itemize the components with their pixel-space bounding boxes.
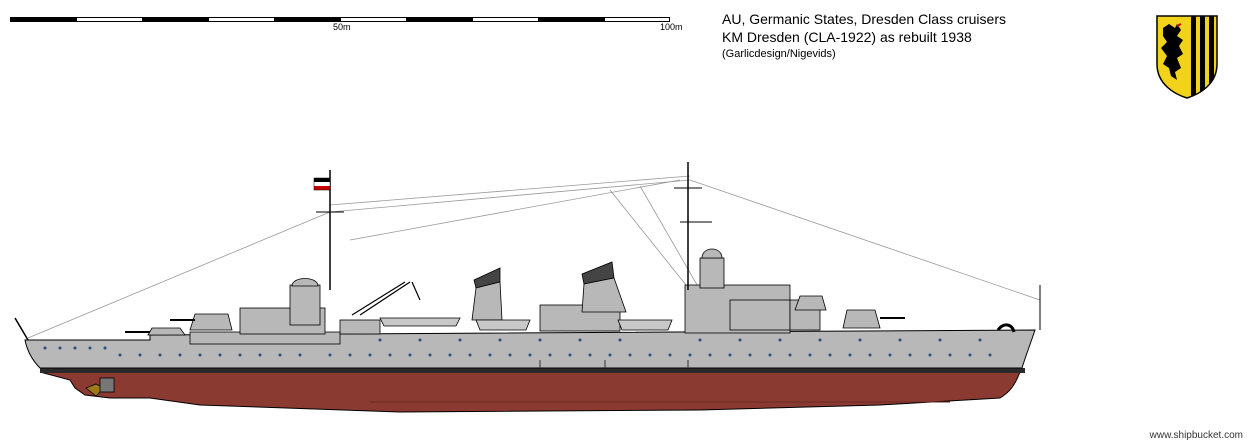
scale-mid-label: 50m	[333, 22, 351, 32]
aft-tower	[699, 248, 725, 289]
title-line-2: KM Dresden (CLA-1922) as rebuilt 1938	[722, 29, 972, 45]
title-line-1: AU, Germanic States, Dresden Class cruis…	[722, 11, 1006, 27]
dresden-coat-of-arms	[1155, 14, 1219, 105]
scale-end-label: 100m	[660, 22, 683, 32]
gun-turrets	[125, 295, 905, 336]
boats	[379, 317, 673, 331]
masts	[329, 162, 689, 290]
scale-bar-graphic	[10, 17, 670, 22]
rigging-wires	[27, 175, 1041, 339]
ensign-flag-icon	[313, 177, 331, 191]
mast-yards	[316, 187, 712, 223]
crest-shield-icon	[1156, 15, 1218, 99]
boot-topping	[40, 368, 1025, 373]
forward-tower	[289, 278, 321, 326]
title-line-3: (Garlicdesign/Nigevids)	[722, 48, 836, 60]
hull-scuttles	[539, 360, 689, 368]
scale-bar	[10, 14, 690, 32]
source-credit: www.shipbucket.com	[1149, 430, 1243, 441]
funnels	[471, 261, 627, 321]
hull-lower	[39, 371, 1021, 413]
propeller-icon	[85, 377, 115, 397]
anchor-icon	[996, 323, 1016, 333]
crane	[351, 281, 421, 316]
title-block: AU, Germanic States, Dresden Class cruis…	[722, 10, 1006, 62]
hull-upper	[24, 329, 1036, 369]
